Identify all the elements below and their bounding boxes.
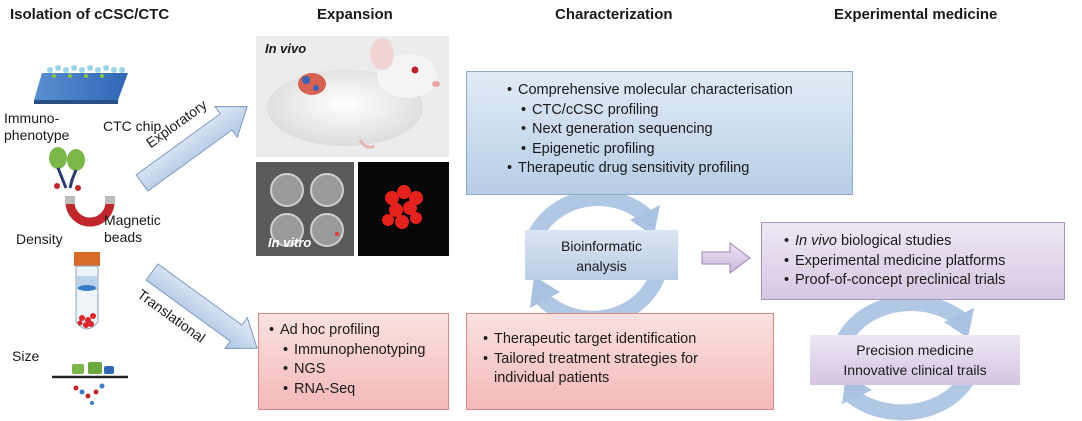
list-item: RNA-Seq: [269, 380, 448, 400]
in-vivo-mouse-photo: [256, 36, 449, 157]
list-item: Comprehensive molecular characterisation: [507, 81, 852, 101]
fluorescent-cluster-photo: [358, 162, 449, 256]
in-vivo-italic-text: In vivo: [795, 233, 837, 249]
in-vivo-caption: In vivo: [265, 41, 307, 56]
list-item: Experimental medicine platforms: [784, 252, 1064, 272]
precision-medicine-panel: [810, 335, 1020, 385]
magnetic-beads-label: Magnetic beads: [104, 212, 161, 245]
list-item: CTC/cCSC profiling: [507, 101, 852, 121]
ctc-chip-label: CTC chip: [103, 118, 162, 134]
ctc-chip-icon: [34, 65, 128, 104]
list-item: In vivo biological studies: [784, 232, 1064, 252]
list-item: Therapeutic drug sensitivity profiling: [507, 159, 852, 179]
precision-medicine-label: Precision medicine Innovative clinical t…: [843, 342, 987, 378]
characterization-treatment-box: Therapeutic target identification Tailor…: [466, 313, 774, 410]
immunophenotype-label: Immuno- phenotype: [4, 110, 70, 143]
density-label: Density: [16, 231, 63, 247]
header-experimental-medicine: Experimental medicine: [834, 6, 998, 23]
size-label: Size: [12, 348, 40, 364]
experimental-medicine-box: In vivo biological studies Experimental …: [761, 222, 1065, 300]
list-item: Immunophenotyping: [269, 341, 448, 361]
expansion-profiling-box: Ad hoc profiling Immunophenotyping NGS R…: [258, 313, 449, 410]
in-vitro-caption: In vitro: [268, 235, 312, 250]
exploratory-arrow: [135, 105, 248, 192]
list-item: individual patients: [494, 370, 610, 386]
header-expansion: Expansion: [317, 6, 393, 23]
list-item: NGS: [269, 360, 448, 380]
magnetic-beads-icon: [49, 147, 115, 227]
bioinformatic-analysis-label: Bioinformatic analysis: [561, 238, 642, 274]
list-item: Proof-of-concept preclinical trials: [784, 271, 1064, 291]
in-vitro-wells-photo: [256, 162, 354, 256]
list-item: Ad hoc profiling: [269, 321, 448, 341]
list-item: Next generation sequencing: [507, 120, 852, 140]
purple-arrow: [701, 242, 751, 274]
list-item: Epigenetic profiling: [507, 140, 852, 160]
list-item: Tailored treatment strategies for: [483, 350, 773, 370]
bioinformatic-panel: [525, 230, 678, 280]
size-filter-icon: [52, 362, 128, 405]
header-isolation: Isolation of cCSC/CTC: [10, 6, 170, 23]
header-characterization: Characterization: [555, 6, 673, 23]
characterization-profiling-box: Comprehensive molecular characterisation…: [466, 71, 853, 195]
list-item: Therapeutic target identification: [483, 330, 773, 350]
translational-arrow: [145, 263, 258, 350]
density-tube-icon: [74, 252, 100, 330]
